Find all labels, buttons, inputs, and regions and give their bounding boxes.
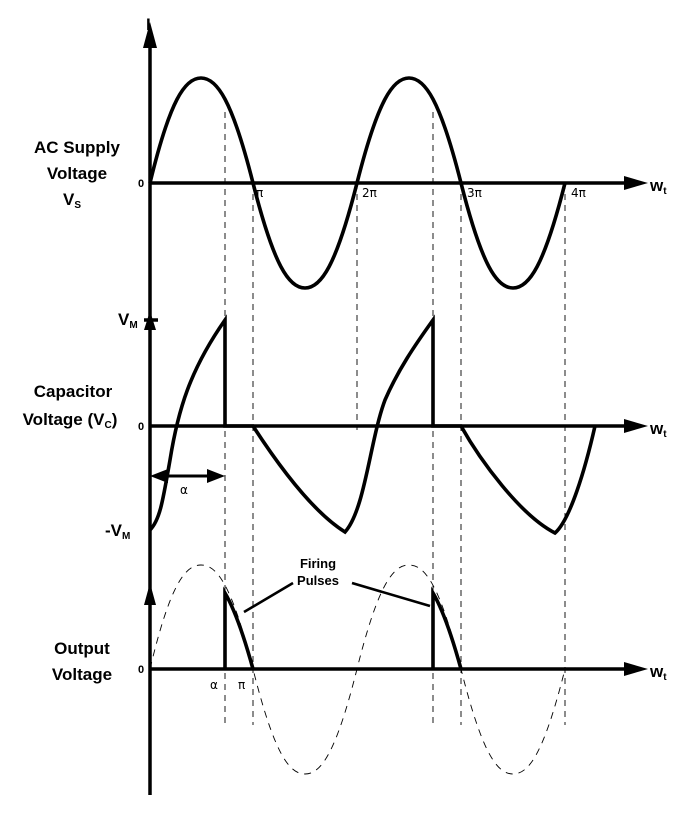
top-x-axis-label: wt (649, 176, 667, 197)
top-title-line1: AC Supply (34, 138, 120, 157)
firing-pulses-line2: Pulses (297, 573, 339, 588)
output-voltage-pulse-1 (223, 586, 255, 670)
middle-title-line1: Capacitor (34, 382, 113, 401)
bottom-x-axis-arrow-icon (624, 662, 648, 676)
bottom-title-line2: Voltage (52, 665, 112, 684)
bottom-axis-arrow-icon (144, 583, 156, 605)
vm-label: VM (118, 310, 138, 331)
reference-sine-dashed (149, 564, 566, 775)
tick-2pi: 2π (362, 186, 377, 200)
firing-pulses-line1: Firing (300, 556, 336, 571)
capacitor-voltage-wave (148, 314, 597, 536)
top-x-axis-arrow-icon (624, 176, 648, 190)
alpha-span-label: α (180, 483, 188, 497)
tick-3pi: 3π (467, 186, 482, 200)
y-axis-label: I (146, 15, 151, 34)
output-voltage-pulse-2 (431, 586, 463, 670)
top-title-line3: VS (63, 190, 81, 211)
middle-x-axis-arrow-icon (624, 419, 648, 433)
alpha-span-right-arrow-icon (207, 469, 225, 483)
bottom-pi-label: π (238, 678, 245, 692)
bottom-zero-label: 0 (138, 664, 144, 676)
tick-4pi: 4π (571, 186, 586, 200)
vertical-axis-arrow-icon (143, 22, 157, 48)
bottom-alpha-label: α (210, 678, 218, 692)
tick-pi: π (256, 186, 263, 200)
neg-vm-label: -VM (105, 521, 130, 542)
top-title-line2: Voltage (47, 164, 107, 183)
middle-x-axis-label: wt (649, 419, 667, 440)
middle-zero-label: 0 (138, 421, 144, 433)
alpha-span-left-arrow-icon (150, 469, 168, 483)
firing-pulses-leader-left (243, 581, 294, 614)
bottom-x-axis-label: wt (649, 662, 667, 683)
bottom-title-line1: Output (54, 639, 110, 658)
top-zero-label: 0 (138, 178, 144, 190)
middle-title-line2: Voltage (VC) (23, 410, 118, 431)
firing-pulses-leader-right (351, 581, 431, 608)
